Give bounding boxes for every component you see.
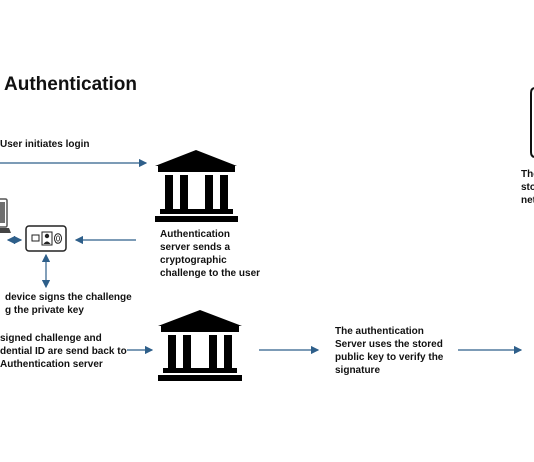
step-challenge-label: Authentication server sends a cryptograp… — [160, 228, 260, 280]
step-challenge-line: server sends a — [160, 242, 231, 253]
phone-icon — [530, 87, 534, 158]
step-challenge-line: cryptographic — [160, 255, 227, 266]
diagram-title: Authentication — [4, 74, 137, 95]
step-verify-line: The authentication — [335, 326, 424, 337]
step-send-back-label: signed challenge and dential ID are send… — [0, 332, 127, 371]
step-right-partial-line: net — [521, 195, 534, 206]
step-initiate-label: User initiates login — [0, 139, 90, 150]
step-right-partial-line: The — [521, 169, 534, 180]
step-right-partial-label: The sto net — [521, 168, 534, 207]
step-verify-line: public key to verify the — [335, 352, 444, 363]
step-verify-line: Server uses the stored — [335, 339, 443, 350]
step-challenge-line: challenge to the user — [160, 268, 261, 279]
step-verify-line: signature — [335, 365, 381, 376]
server-top-icon — [155, 150, 238, 222]
step-sign-line: device signs the challenge — [5, 292, 132, 303]
step-verify-label: The authentication Server uses the store… — [335, 325, 443, 377]
id-card-icon — [25, 225, 67, 252]
step-send-back-line: signed challenge and — [0, 333, 102, 344]
step-right-partial-line: sto — [521, 182, 534, 193]
step-send-back-line: Authentication server — [0, 359, 103, 370]
step-challenge-line: Authentication — [160, 229, 230, 240]
laptop-icon — [0, 198, 11, 233]
step-send-back-line: dential ID are send back to — [0, 346, 127, 357]
server-bottom-icon — [158, 310, 242, 381]
step-sign-label: device signs the challenge g the private… — [5, 291, 132, 317]
step-sign-line: g the private key — [5, 305, 84, 316]
